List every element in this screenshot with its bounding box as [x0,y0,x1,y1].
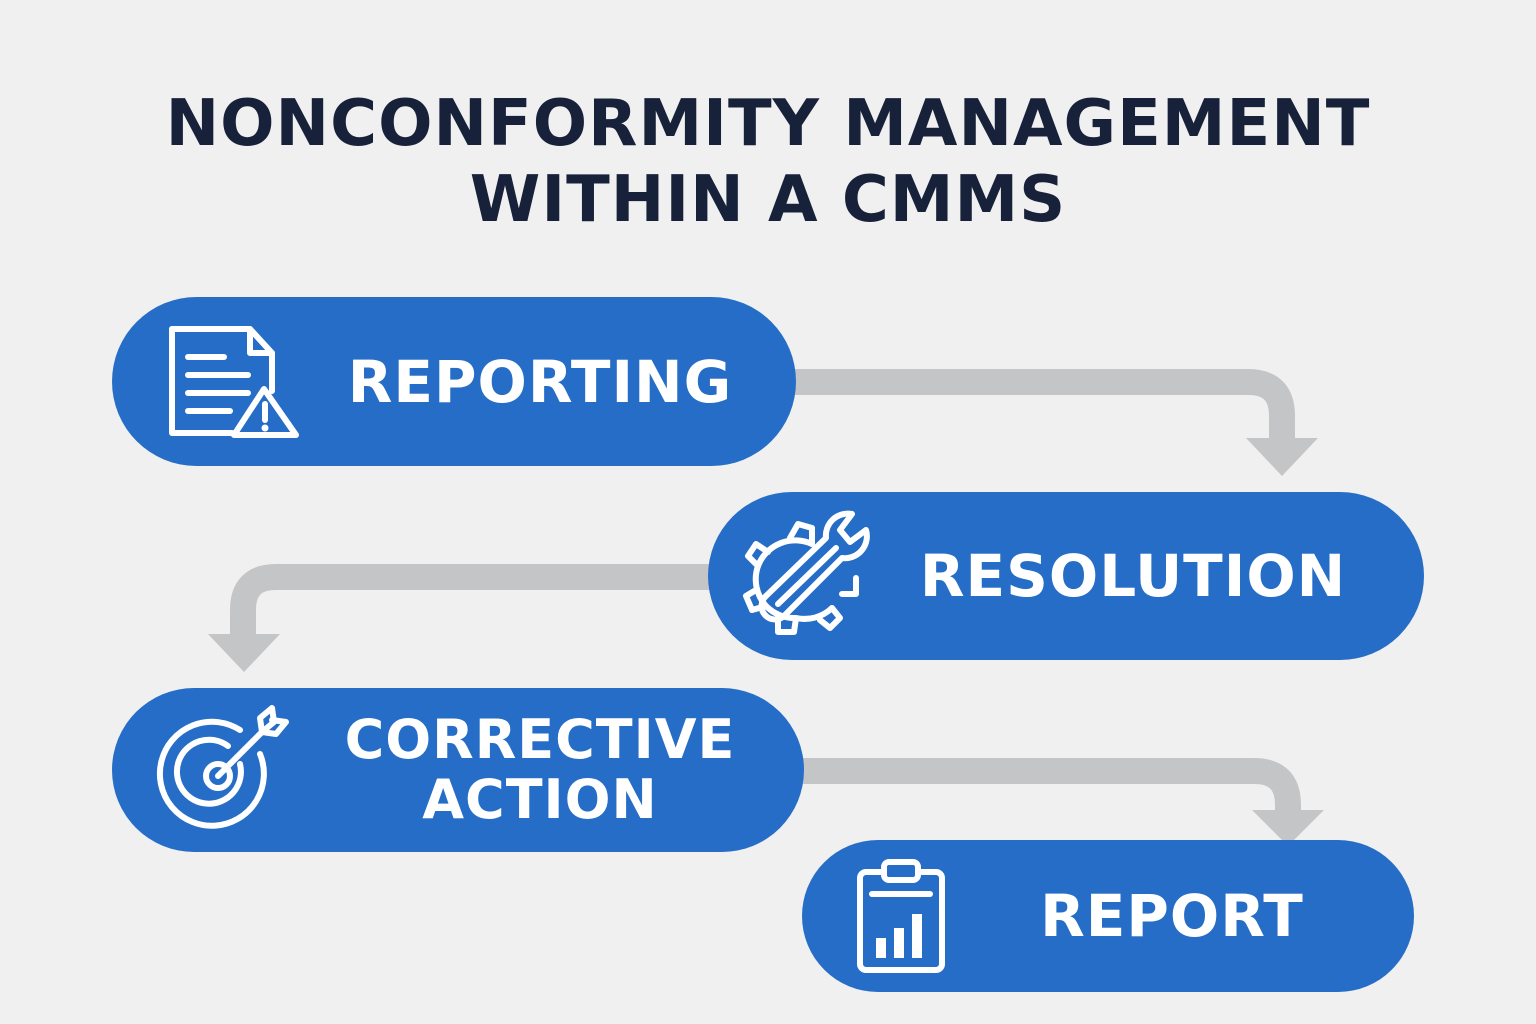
connector-reporting-to-resolution [790,369,1318,476]
step-label-line-1: CORRECTIVE [344,708,736,771]
connector-corrective-to-report [798,758,1324,846]
arrowhead [1252,810,1324,846]
title-line-1: NONCONFORMITY MANAGEMENT [165,87,1371,161]
page-title: NONCONFORMITY MANAGEMENT WITHIN A CMMS [0,86,1536,238]
chart-bar [894,928,904,958]
clipboard-chart-icon [857,859,945,973]
step-corrective-action: CORRECTIVE ACTION [112,688,804,852]
chart-bar [876,938,886,958]
step-label-corrective-action: CORRECTIVE ACTION [312,688,768,852]
step-resolution: RESOLUTION [708,492,1424,660]
step-label-line-2: ACTION [422,768,658,831]
chart-bar [912,914,922,958]
gear-wrench-icon [743,510,870,635]
title-line-2: WITHIN A CMMS [469,163,1067,237]
arrowhead [1246,438,1318,476]
step-label-report: REPORT [1040,882,1304,950]
document-warning-icon [169,326,299,438]
step-report: REPORT [802,840,1414,992]
connector-resolution-to-corrective [208,564,714,672]
step-reporting: REPORTING [112,297,796,466]
arrowhead [208,634,280,672]
target-arrow-icon [156,705,289,829]
step-label-resolution: RESOLUTION [919,542,1347,610]
step-label-reporting: REPORTING [347,347,733,416]
